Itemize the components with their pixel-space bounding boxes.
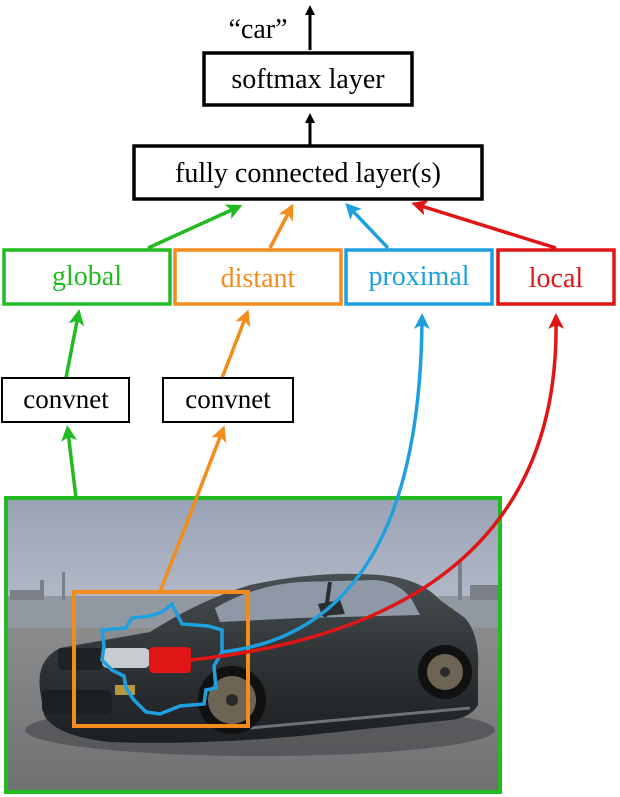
convnet-left-box: [1, 377, 130, 423]
global-label: global: [52, 261, 122, 292]
car-photo: [4, 496, 502, 794]
proximal-region-to-box-arrow: [221, 313, 430, 654]
local-region-to-box-arrow: [189, 313, 565, 662]
local-region-box: [149, 647, 191, 673]
fully-connected-layer-box: [132, 144, 484, 201]
local-to-fc-arrow: [411, 200, 557, 250]
proximal-label: proximal: [368, 261, 469, 292]
global-box: [2, 248, 172, 306]
output-label: “car”: [228, 14, 287, 45]
convnet-right-to-distant-arrow: [220, 309, 251, 379]
image-to-convnet-left-arrow: [61, 425, 78, 499]
local-label: local: [529, 263, 584, 294]
distant-box: [173, 248, 343, 306]
global-region-frame: [4, 496, 502, 794]
convnet-right-label: convnet: [185, 384, 271, 414]
softmax-layer-box: [202, 51, 414, 107]
local-box: [496, 248, 616, 306]
fully-connected-layer-label: fully connected layer(s): [175, 158, 441, 189]
global-to-fc-arrow: [147, 204, 243, 250]
distant-label: distant: [221, 263, 296, 294]
proximal-region-outline: [100, 601, 224, 716]
softmax-layer-label: softmax layer: [231, 64, 385, 95]
proximal-to-fc-arrow: [345, 202, 390, 250]
proximal-box: [344, 248, 494, 306]
distant-to-fc-arrow: [268, 203, 294, 249]
convnet-right-box: [162, 377, 294, 423]
convnet-left-label: convnet: [23, 384, 109, 414]
distant-region-to-convnet-arrow: [158, 425, 227, 593]
convnet-left-to-global-arrow: [64, 309, 85, 379]
